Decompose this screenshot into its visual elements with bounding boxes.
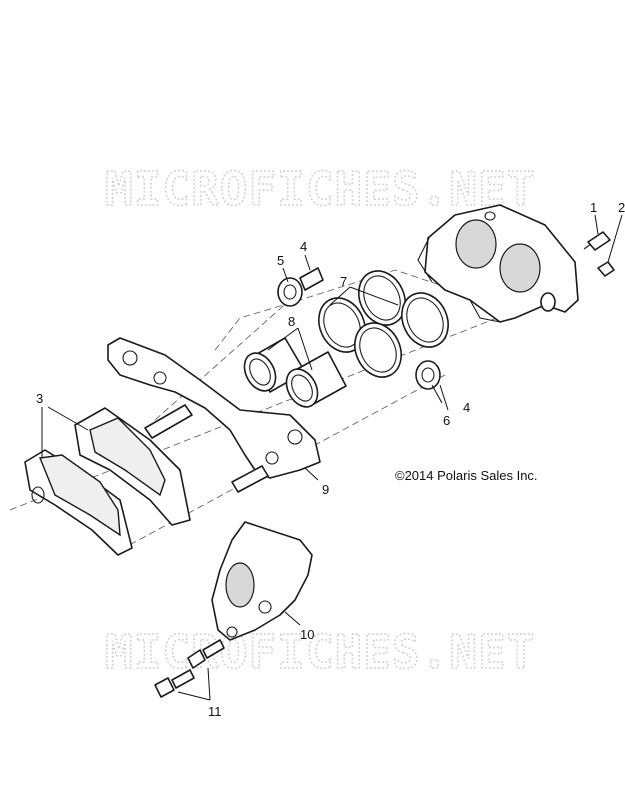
bleeder-cap bbox=[597, 261, 615, 277]
callout-8: 8 bbox=[288, 314, 295, 329]
bolt-upper bbox=[187, 639, 225, 669]
callout-10: 10 bbox=[300, 627, 314, 642]
pistons bbox=[243, 337, 347, 408]
callout-4-lower: 4 bbox=[463, 400, 470, 415]
watermark-top: MICROFICHES.NET bbox=[105, 162, 535, 216]
callout-5: 5 bbox=[277, 253, 284, 268]
leader-lines bbox=[41, 214, 623, 701]
callout-1: 1 bbox=[590, 200, 597, 215]
callout-2: 2 bbox=[618, 200, 625, 215]
caliper-housing bbox=[417, 204, 579, 323]
bolt-lower bbox=[154, 669, 195, 698]
callout-9: 9 bbox=[322, 482, 329, 497]
pin-boot-upper bbox=[277, 267, 324, 307]
callout-4-upper: 4 bbox=[300, 239, 307, 254]
adapter-bracket bbox=[211, 521, 313, 641]
callout-3: 3 bbox=[36, 391, 43, 406]
bleeder-screw bbox=[583, 231, 611, 251]
watermark-bottom: MICROFICHES.NET bbox=[105, 625, 535, 679]
callout-6: 6 bbox=[443, 413, 450, 428]
copyright-notice: ©2014 Polaris Sales Inc. bbox=[395, 468, 538, 483]
callout-11: 11 bbox=[208, 704, 222, 719]
brake-pad-outer bbox=[24, 449, 133, 556]
brake-pad-inner bbox=[74, 407, 191, 526]
seal-rings bbox=[318, 270, 449, 378]
callout-labels: 1 2 3 4 5 6 4 7 8 9 10 11 bbox=[36, 200, 625, 719]
callout-7: 7 bbox=[340, 274, 347, 289]
caliper-bracket bbox=[107, 337, 321, 493]
pin-boot-lower bbox=[415, 360, 441, 390]
